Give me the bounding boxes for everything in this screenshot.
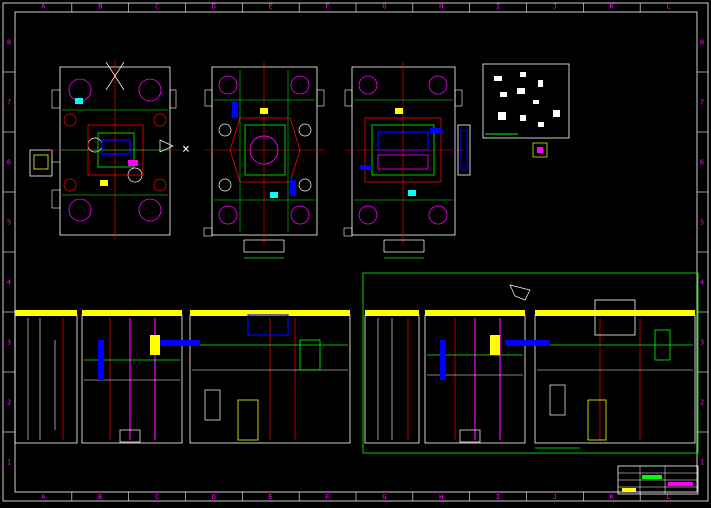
row-label-6-right: 6 (700, 159, 704, 167)
row-label-8-left: 8 (7, 39, 11, 47)
column-label-B-top: B (98, 3, 102, 11)
column-label-I-top: I (496, 3, 500, 11)
row-label-7-right: 7 (700, 99, 704, 107)
column-label-A-bottom: A (41, 493, 46, 501)
inner-frame (14, 11, 698, 493)
column-label-G-top: G (382, 3, 386, 11)
column-label-B-bottom: B (98, 493, 102, 501)
section-view-right (362, 272, 699, 454)
row-label-4-left: 4 (7, 279, 11, 287)
top-plan-view-1 (29, 60, 180, 240)
row-label-2-left: 2 (7, 399, 11, 407)
section-view-left (14, 310, 351, 444)
column-label-A-top: A (41, 3, 46, 11)
row-label-5-right: 5 (700, 219, 704, 227)
column-label-D-top: D (212, 3, 216, 11)
column-label-L-bottom: L (666, 493, 670, 501)
row-label-7-left: 7 (7, 99, 11, 107)
column-label-H-bottom: H (439, 493, 443, 501)
row-label-4-right: 4 (700, 279, 704, 287)
row-label-6-left: 6 (7, 159, 11, 167)
row-labels: 8 8 7 7 6 6 5 5 4 4 3 3 2 2 1 1 (3, 39, 708, 467)
column-label-G-bottom: G (382, 493, 386, 501)
title-block (617, 465, 699, 495)
column-label-K-top: K (610, 3, 615, 11)
row-label-2-right: 2 (700, 399, 704, 407)
column-label-J-top: J (553, 3, 557, 11)
column-label-C-top: C (155, 3, 159, 11)
column-label-H-top: H (439, 3, 443, 11)
row-label-1-right: 1 (700, 459, 704, 467)
top-plan-view-2 (203, 62, 325, 259)
column-label-F-bottom: F (325, 493, 329, 501)
top-plan-view-3 (343, 62, 471, 259)
row-label-3-right: 3 (700, 339, 704, 347)
parts-detail-box (482, 63, 570, 158)
column-label-I-bottom: I (496, 493, 500, 501)
column-label-E-bottom: E (269, 493, 273, 501)
row-label-1-left: 1 (7, 459, 11, 467)
column-label-J-bottom: J (553, 493, 557, 501)
row-label-5-left: 5 (7, 219, 11, 227)
column-label-L-top: L (666, 3, 670, 11)
column-labels: A A B B C C D D E E F F G G H H I I J J K K L L (41, 3, 671, 501)
column-label-D-bottom: D (212, 493, 216, 501)
cross-mark: × (182, 142, 190, 157)
row-label-8-right: 8 (700, 39, 704, 47)
column-label-K-bottom: K (610, 493, 615, 501)
column-label-F-top: F (325, 3, 329, 11)
outer-frame (2, 2, 709, 502)
column-label-C-bottom: C (155, 493, 159, 501)
column-label-E-top: E (269, 3, 273, 11)
row-label-3-left: 3 (7, 339, 11, 347)
